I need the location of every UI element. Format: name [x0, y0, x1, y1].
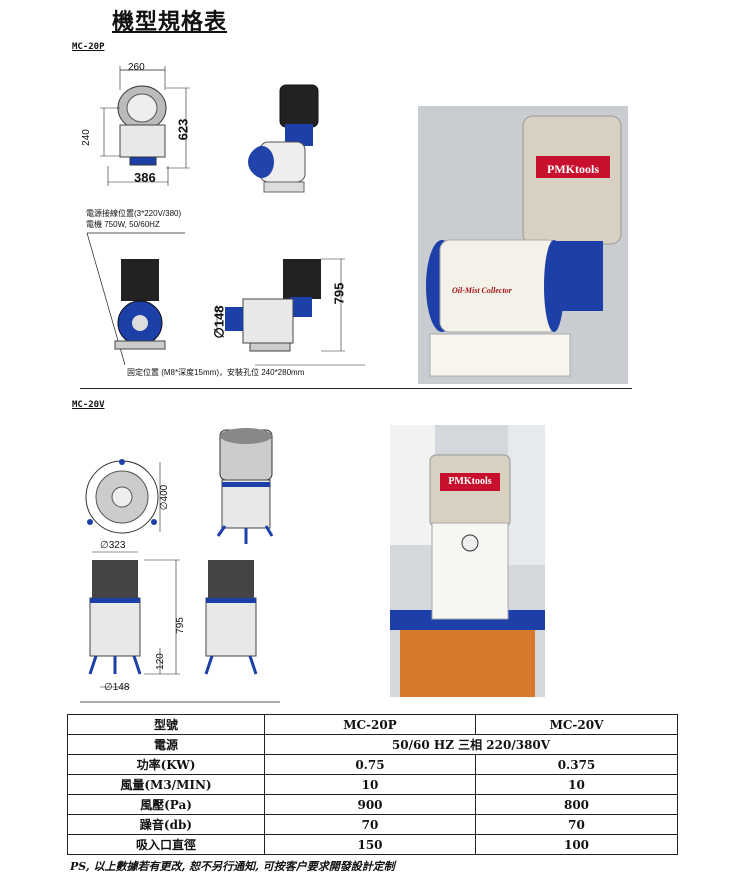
dim-diameter-top: ∅400	[159, 484, 171, 511]
footer-note: PS, 以上數據若有更改, 恕不另行通知, 可按客户要求開發設計定制	[70, 860, 395, 873]
mc20p-photo-label: Oil-Mist Collector	[452, 286, 512, 295]
table-cell: 70	[264, 814, 476, 835]
dim-inlet: ∅148	[211, 305, 227, 339]
table-row-label: 電源	[67, 734, 265, 755]
table-row-label: 功率(KW)	[67, 754, 265, 775]
table-row-label: 吸入口直徑	[67, 834, 265, 855]
dim-height-side: 795	[331, 282, 347, 305]
table-cell: 900	[264, 794, 476, 815]
note-motor-line1: 電源接線位置(3*220V/380)	[86, 209, 182, 218]
section-divider	[80, 388, 632, 389]
dim-base-height: 120	[154, 653, 166, 670]
table-cell: 0.375	[475, 754, 678, 775]
table-row-label: 風壓(Pa)	[67, 794, 265, 815]
section-tag-mc20v: MC-20V	[72, 400, 105, 410]
table-cell: 10	[475, 774, 678, 795]
note-motor-line2: 電機 750W, 50/60HZ	[86, 220, 160, 229]
table-cell: 800	[475, 794, 678, 815]
table-row: 功率(KW) 0.75 0.375	[67, 754, 678, 775]
note-motor: 電源接線位置(3*220V/380) 電機 750W, 50/60HZ	[86, 208, 181, 230]
table-row: 風量(M3/MIN) 10 10	[67, 774, 678, 795]
mc20p-iso-drawing	[248, 84, 319, 193]
table-row: 風壓(Pa) 900 800	[67, 794, 678, 815]
mc20p-photo: PMKtools Oil-Mist Collector	[418, 106, 628, 384]
table-row: 躁音(db) 70 70	[67, 814, 678, 835]
table-row-label: 風量(M3/MIN)	[67, 774, 265, 795]
mc20p-photo-brand: PMKtools	[547, 162, 599, 176]
note-mount: 固定位置 (M8*深度15mm)，安裝孔位 240*280mm	[127, 368, 305, 377]
dim-height: 623	[175, 118, 191, 141]
dim-height-v: 795	[174, 617, 186, 634]
dim-top-width: 260	[128, 62, 145, 73]
dim-height-left: 240	[80, 129, 92, 146]
section-tag-mc20p: MC-20P	[72, 42, 105, 52]
table-cell: 10	[264, 774, 476, 795]
mc20v-photo-brand: PMKtools	[448, 476, 492, 487]
table-header-cell: MC-20P	[264, 714, 476, 735]
table-row: 電源 50/60 HZ 三相 220/380V	[67, 734, 678, 755]
dim-base-width: 386	[134, 170, 156, 185]
mc20v-drawings	[80, 428, 280, 703]
page-title: 機型規格表	[112, 10, 228, 35]
table-header-cell: 型號	[67, 714, 265, 735]
dim-inlet-v: ∅148	[104, 682, 130, 693]
dim-diameter-body: ∅323	[100, 540, 126, 551]
table-cell: 150	[264, 834, 476, 855]
mc20p-front-drawing	[100, 66, 190, 186]
mc20p-side-drawings	[86, 232, 365, 366]
table-header-row: 型號 MC-20P MC-20V	[67, 714, 678, 735]
table-cell: 100	[475, 834, 678, 855]
table-row-label: 躁音(db)	[67, 814, 265, 835]
spec-table: 型號 MC-20P MC-20V 電源 50/60 HZ 三相 220/380V…	[67, 714, 678, 855]
table-header-cell: MC-20V	[475, 714, 678, 735]
table-row: 吸入口直徑 150 100	[67, 834, 678, 855]
table-cell: 70	[475, 814, 678, 835]
mc20v-photo: PMKtools	[390, 425, 545, 697]
table-cell-merged: 50/60 HZ 三相 220/380V	[264, 734, 678, 755]
table-cell: 0.75	[264, 754, 476, 775]
